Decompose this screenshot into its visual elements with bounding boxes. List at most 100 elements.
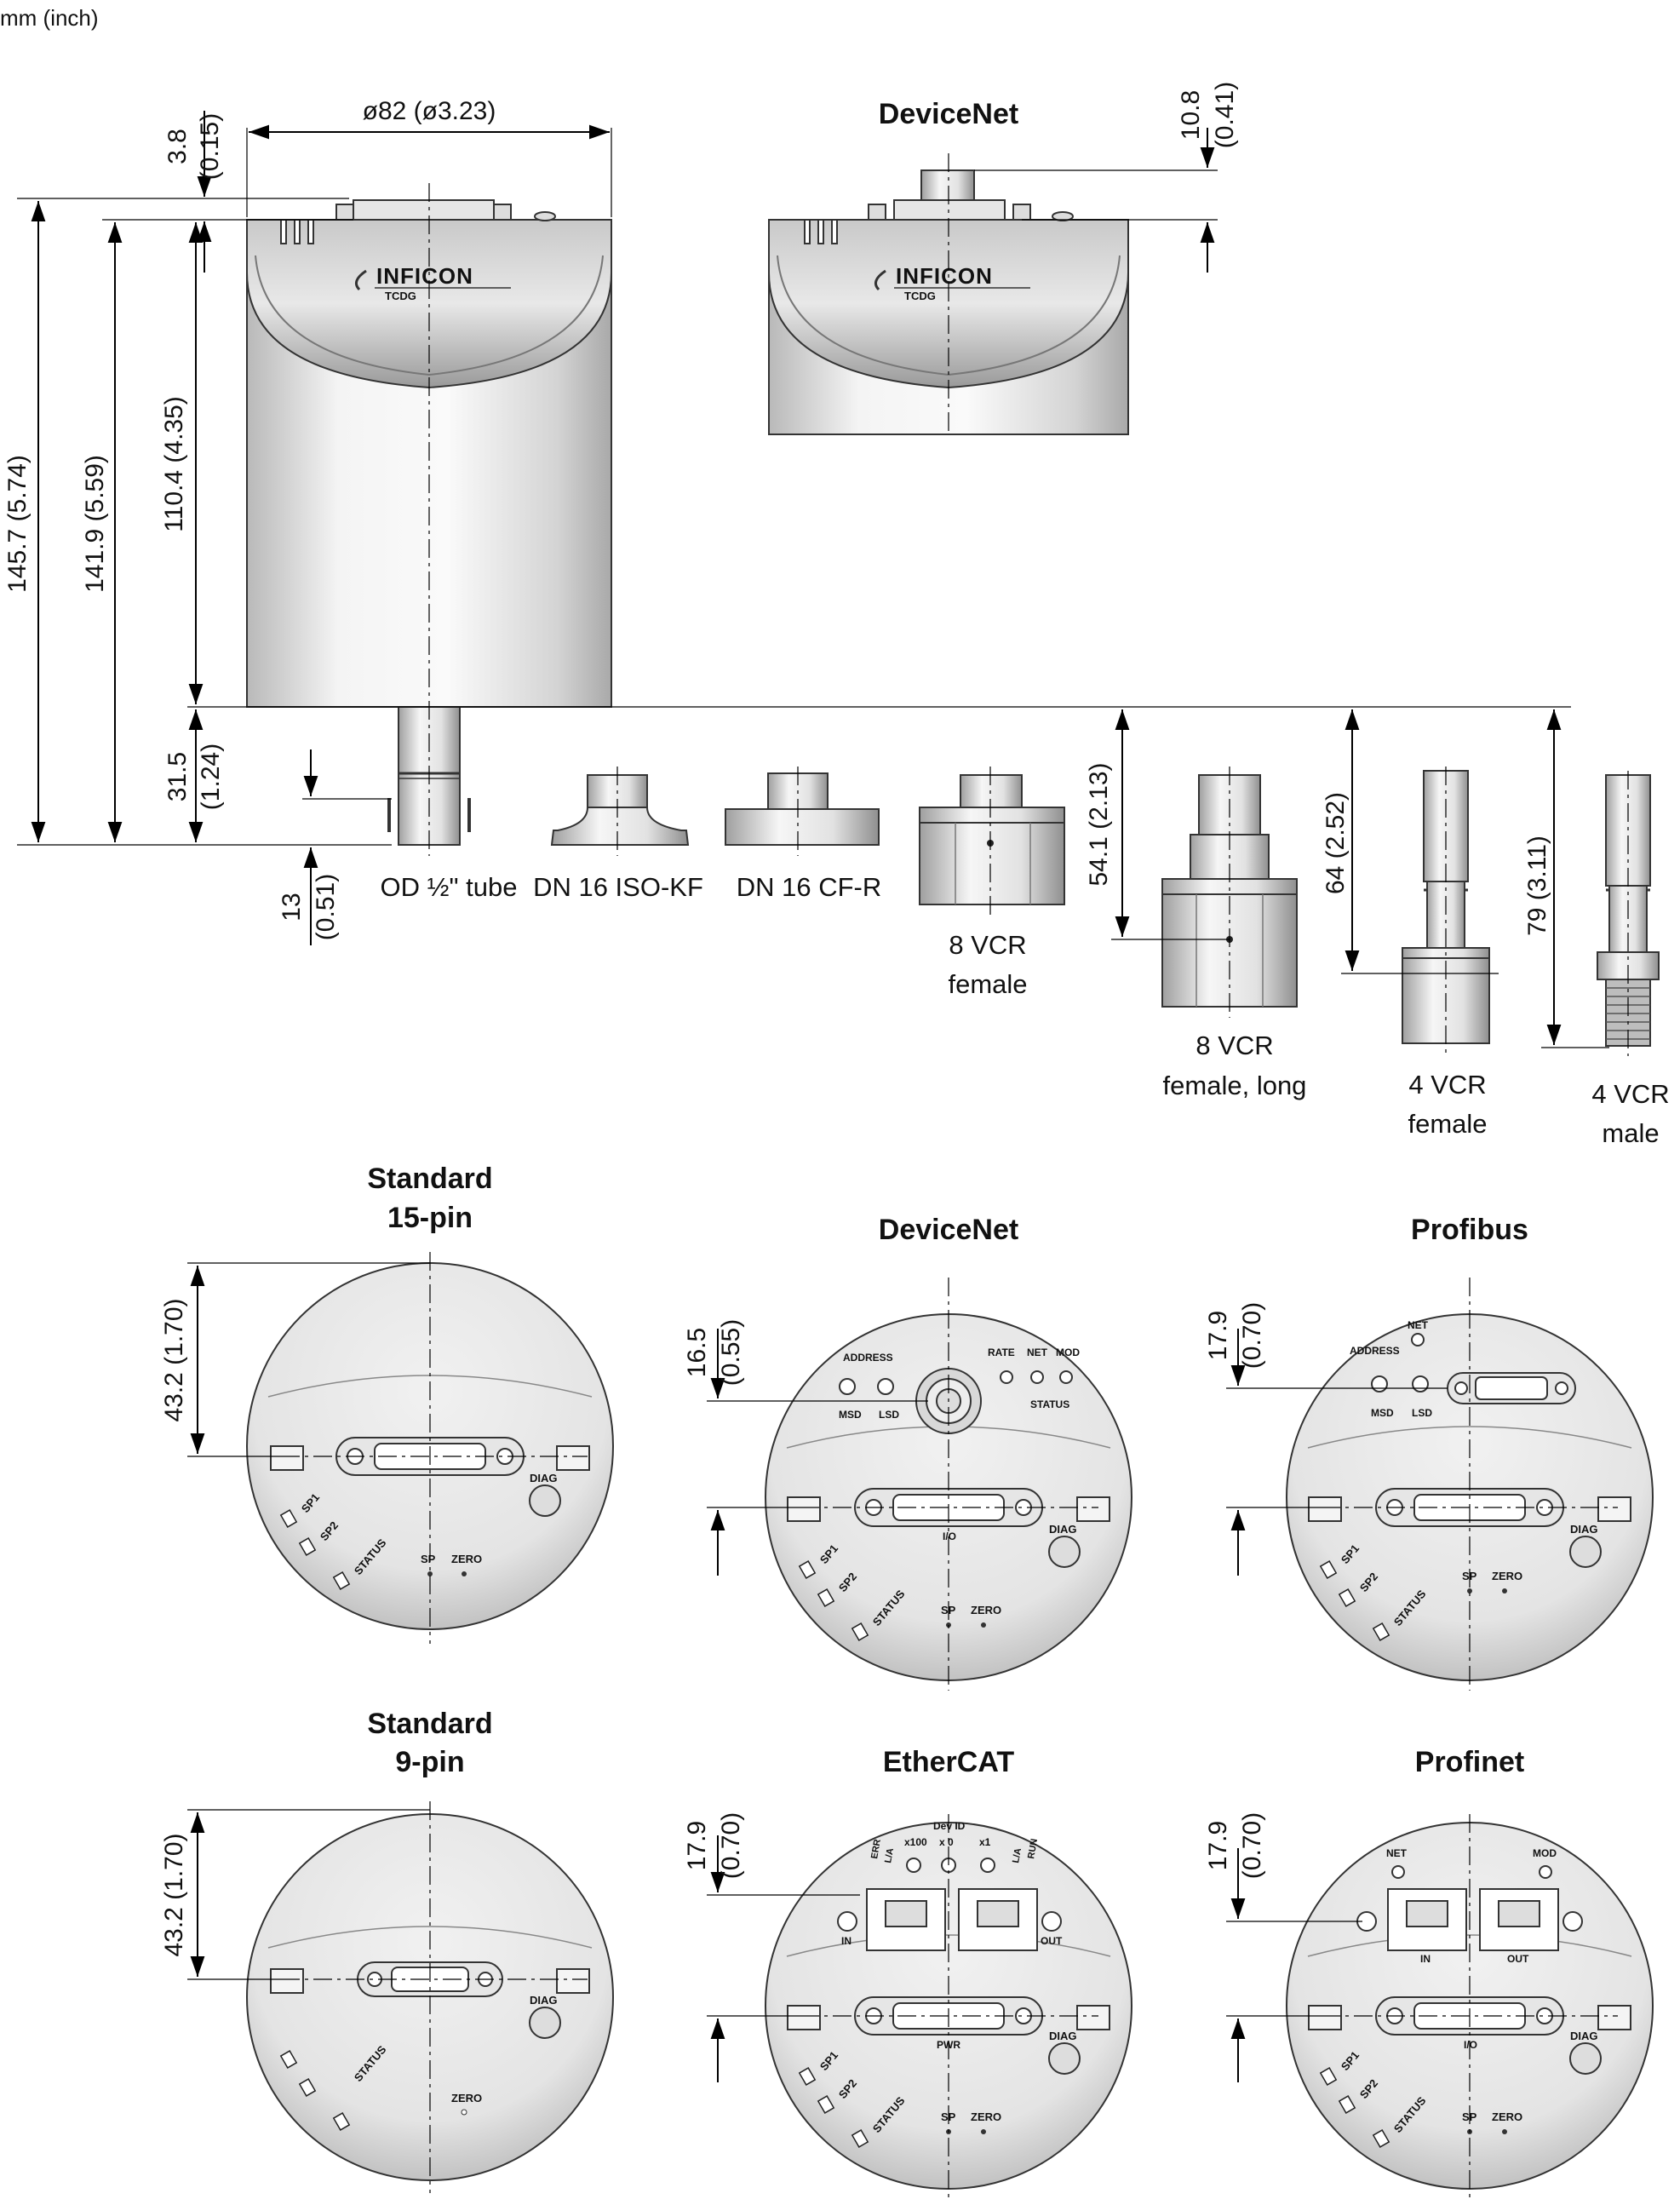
- svg-text:17.9: 17.9: [1204, 1311, 1232, 1360]
- svg-text:TCDG: TCDG: [904, 290, 936, 302]
- svg-text:OUT: OUT: [1507, 1953, 1529, 1965]
- top-view-ethercat: EtherCAT Dev ID x100 x 0 x1 ERR L/A L/A …: [683, 1746, 1132, 2202]
- svg-text:31.5: 31.5: [163, 752, 192, 801]
- svg-text:RUN: RUN: [1026, 1838, 1040, 1860]
- svg-text:79 (3.11): 79 (3.11): [1523, 835, 1551, 936]
- svg-text:(0.70): (0.70): [1238, 1812, 1266, 1879]
- svg-text:9-pin: 9-pin: [395, 1746, 464, 1778]
- svg-text:43.2 (1.70): 43.2 (1.70): [160, 1298, 188, 1421]
- svg-text:64 (2.52): 64 (2.52): [1322, 792, 1350, 894]
- top-view-standard-15pin: Standard 15-pin DIAG SP1 SP2 STATUS SP Z…: [160, 1163, 614, 1644]
- svg-text:4 VCR: 4 VCR: [1408, 1070, 1486, 1100]
- svg-text:(0.70): (0.70): [1238, 1302, 1266, 1369]
- inficon-logo-icon: INFICON TCDG: [354, 263, 511, 302]
- svg-text:(1.24): (1.24): [197, 744, 225, 810]
- svg-text:IN: IN: [1420, 1953, 1431, 1965]
- svg-text:Dev ID: Dev ID: [933, 1820, 966, 1832]
- svg-text:16.5: 16.5: [683, 1328, 711, 1377]
- svg-text:13: 13: [278, 893, 306, 921]
- svg-text:MSD: MSD: [1371, 1407, 1394, 1419]
- svg-text:(0.51): (0.51): [312, 874, 340, 940]
- svg-text:DeviceNet: DeviceNet: [879, 1214, 1018, 1246]
- svg-text:ZERO: ZERO: [451, 2092, 482, 2105]
- side-view-standard: INFICON TCDG: [246, 183, 612, 856]
- svg-text:17.9: 17.9: [1204, 1821, 1232, 1870]
- svg-text:DIAG: DIAG: [530, 1472, 558, 1484]
- svg-text:INFICON: INFICON: [376, 263, 473, 289]
- svg-text:ZERO: ZERO: [451, 1553, 482, 1565]
- svg-text:OUT: OUT: [1041, 1935, 1063, 1947]
- svg-text:110.4 (4.35): 110.4 (4.35): [160, 396, 188, 532]
- svg-text:x1: x1: [979, 1836, 991, 1848]
- svg-text:x 0: x 0: [939, 1836, 954, 1848]
- svg-text:female: female: [948, 969, 1027, 999]
- svg-text:DN 16 ISO-KF: DN 16 ISO-KF: [533, 872, 703, 902]
- svg-text:145.7 (5.74): 145.7 (5.74): [3, 455, 32, 593]
- devicenet-connector: [920, 169, 975, 201]
- svg-text:17.9: 17.9: [683, 1821, 711, 1870]
- svg-text:IN: IN: [841, 1935, 851, 1947]
- svg-text:(0.41): (0.41): [1211, 82, 1239, 148]
- flange-8vcr-female: 8 VCR female: [919, 767, 1065, 999]
- svg-text:NET: NET: [1408, 1319, 1429, 1331]
- svg-text:8 VCR: 8 VCR: [1195, 1031, 1273, 1060]
- svg-text:DN 16 CF-R: DN 16 CF-R: [737, 872, 882, 902]
- svg-text:ZERO: ZERO: [971, 1604, 1001, 1616]
- svg-text:STATUS: STATUS: [1030, 1398, 1069, 1410]
- svg-text:MSD: MSD: [839, 1409, 862, 1421]
- svg-text:LSD: LSD: [879, 1409, 899, 1421]
- svg-text:(0.55): (0.55): [717, 1319, 745, 1386]
- svg-text:RATE: RATE: [988, 1347, 1015, 1358]
- svg-text:x100: x100: [904, 1836, 927, 1848]
- flange-cf-r: DN 16 CF-R: [725, 767, 881, 902]
- dimension-diameter: ø82 (ø3.23): [246, 97, 612, 217]
- units-label: mm (inch): [0, 5, 99, 31]
- svg-text:MOD: MOD: [1533, 1847, 1557, 1859]
- svg-text:female, long: female, long: [1163, 1071, 1307, 1100]
- svg-text:male: male: [1602, 1118, 1659, 1148]
- svg-text:Profibus: Profibus: [1411, 1214, 1528, 1246]
- svg-text:LSD: LSD: [1412, 1407, 1432, 1419]
- svg-text:DIAG: DIAG: [530, 1994, 558, 2007]
- svg-text:ADDRESS: ADDRESS: [1350, 1345, 1400, 1357]
- svg-text:ADDRESS: ADDRESS: [843, 1352, 893, 1364]
- dimension-cap-height: 3.8 (0.15): [17, 111, 353, 273]
- svg-text:ERR: ERR: [869, 1839, 883, 1860]
- svg-text:Profinet: Profinet: [1415, 1746, 1524, 1778]
- side-view-devicenet: DeviceNet INFICON TCDG 10.8 (0.41): [768, 82, 1239, 435]
- svg-text:15-pin: 15-pin: [387, 1202, 473, 1234]
- flange-4vcr-male: 79 (3.11) 4 VCR male: [1523, 709, 1670, 1148]
- devicenet-side-title: DeviceNet: [879, 98, 1018, 130]
- dimension-heights: 145.7 (5.74) 141.9 (5.59) 110.4 (4.35) 3…: [3, 201, 1571, 945]
- sub-d-connector: [353, 199, 495, 221]
- svg-text:DIAG: DIAG: [1570, 1523, 1598, 1536]
- flange-label-tube: OD ½" tube: [381, 872, 518, 902]
- svg-text:I/O: I/O: [943, 1530, 956, 1542]
- top-view-standard-9pin: Standard 9-pin DIAG STATUS ZERO 43.2 (1.…: [160, 1708, 614, 2193]
- svg-text:ZERO: ZERO: [971, 2110, 1001, 2123]
- top-view-profinet: Profinet NET MOD IN OUT I/O DIAG SP1 SP2…: [1204, 1746, 1654, 2202]
- flange-iso-kf: DN 16 ISO-KF: [533, 767, 703, 902]
- top-view-profibus: Profibus NET ADDRESS MSD LSD DIAG SP1 SP…: [1204, 1214, 1654, 1691]
- svg-text:I/O: I/O: [1464, 2039, 1477, 2051]
- svg-text:8 VCR: 8 VCR: [949, 930, 1026, 960]
- svg-text:NET: NET: [1386, 1847, 1408, 1859]
- svg-text:MOD: MOD: [1056, 1347, 1080, 1358]
- svg-text:TCDG: TCDG: [385, 290, 416, 302]
- svg-text:10.8: 10.8: [1177, 90, 1205, 140]
- svg-text:L/A: L/A: [1011, 1847, 1023, 1864]
- svg-text:3.8: 3.8: [163, 129, 192, 164]
- svg-text:(0.15): (0.15): [196, 113, 224, 180]
- svg-text:SP: SP: [421, 1553, 436, 1565]
- svg-text:141.9 (5.59): 141.9 (5.59): [81, 455, 109, 593]
- svg-text:54.1 (2.13): 54.1 (2.13): [1085, 762, 1113, 886]
- svg-text:INFICON: INFICON: [896, 263, 993, 289]
- svg-text:DIAG: DIAG: [1049, 1523, 1077, 1536]
- svg-text:(0.70): (0.70): [717, 1812, 745, 1879]
- flange-4vcr-female: 64 (2.52) 4 VCR female: [1322, 709, 1499, 1139]
- svg-text:Standard: Standard: [367, 1708, 492, 1740]
- svg-text:ø82 (ø3.23): ø82 (ø3.23): [363, 97, 496, 125]
- svg-text:ZERO: ZERO: [1492, 2110, 1522, 2123]
- top-view-devicenet: DeviceNet ADDRESS MSD LSD RATE NET MOD S…: [683, 1214, 1132, 1691]
